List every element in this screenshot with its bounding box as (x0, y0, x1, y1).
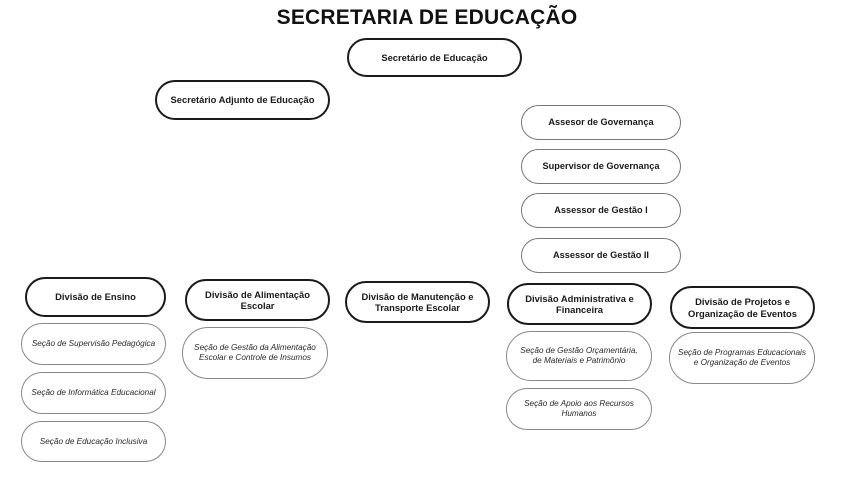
node-secao-supervisao-pedagogica: Seção de Supervisão Pedagógica (21, 323, 166, 365)
node-secao-gestao-alimentacao: Seção de Gestão da Alimentação Escolar e… (182, 327, 328, 379)
node-secretario-adjunto: Secretário Adjunto de Educação (155, 80, 330, 120)
node-secao-apoio-rh-label: Seção de Apoio aos Recursos Humanos (524, 399, 634, 418)
node-secao-educacao-inclusiva: Seção de Educação Inclusiva (21, 421, 166, 462)
node-divisao-projetos: Divisão de Projetos e Organização de Eve… (670, 286, 815, 329)
node-assessor-gestao-2-label: Assessor de Gestão II (552, 250, 649, 261)
node-assessor-governanca: Assesor de Governança (521, 105, 681, 140)
node-secretario-adjunto-label: Secretário Adjunto de Educação (170, 94, 315, 106)
node-secao-gestao-alimentacao-label: Seção de Gestão da Alimentação Escolar e… (194, 343, 316, 362)
node-divisao-administrativa-label: Divisão Administrativa e Financeira (525, 292, 634, 315)
node-secretario-label: Secretário de Educação (381, 51, 488, 63)
node-secao-supervisao-pedagogica-label: Seção de Supervisão Pedagógica (31, 339, 156, 349)
node-secao-gestao-orcamentaria-label: Seção de Gestão Orçamentária, de Materia… (520, 346, 638, 365)
node-assessor-governanca-label: Assesor de Governança (548, 117, 654, 128)
node-secao-programas-educacionais: Seção de Programas Educacionais e Organi… (669, 332, 815, 384)
node-supervisor-governanca: Supervisor de Governança (521, 149, 681, 184)
node-secretario: Secretário de Educação (347, 38, 522, 77)
node-secao-educacao-inclusiva-label: Seção de Educação Inclusiva (39, 436, 148, 446)
node-secao-informatica-educacional-label: Seção de Informática Educacional (31, 388, 156, 398)
node-assessor-gestao-1-label: Assessor de Gestão I (554, 205, 648, 216)
node-assessor-gestao-1: Assessor de Gestão I (521, 193, 681, 228)
node-divisao-ensino: Divisão de Ensino (25, 277, 166, 317)
node-divisao-ensino-label: Divisão de Ensino (55, 291, 136, 303)
node-divisao-manutencao: Divisão de Manutenção e Transporte Escol… (345, 281, 490, 323)
node-divisao-manutencao-label: Divisão de Manutenção e Transporte Escol… (361, 290, 474, 313)
node-divisao-projetos-label: Divisão de Projetos e Organização de Eve… (688, 296, 797, 319)
node-supervisor-governanca-label: Supervisor de Governança (542, 161, 660, 172)
chart-title: SECRETARIA DE EDUCAÇÃO (276, 6, 578, 29)
node-secao-gestao-orcamentaria: Seção de Gestão Orçamentária, de Materia… (506, 331, 652, 381)
node-secao-apoio-rh: Seção de Apoio aos Recursos Humanos (506, 388, 652, 430)
node-divisao-alimentacao-label: Divisão de Alimentação Escolar (205, 288, 310, 311)
node-secao-informatica-educacional: Seção de Informática Educacional (21, 372, 166, 414)
node-secao-programas-educacionais-label: Seção de Programas Educacionais e Organi… (678, 348, 806, 367)
node-assessor-gestao-2: Assessor de Gestão II (521, 238, 681, 273)
node-divisao-administrativa: Divisão Administrativa e Financeira (507, 283, 652, 325)
node-divisao-alimentacao: Divisão de Alimentação Escolar (185, 279, 330, 321)
